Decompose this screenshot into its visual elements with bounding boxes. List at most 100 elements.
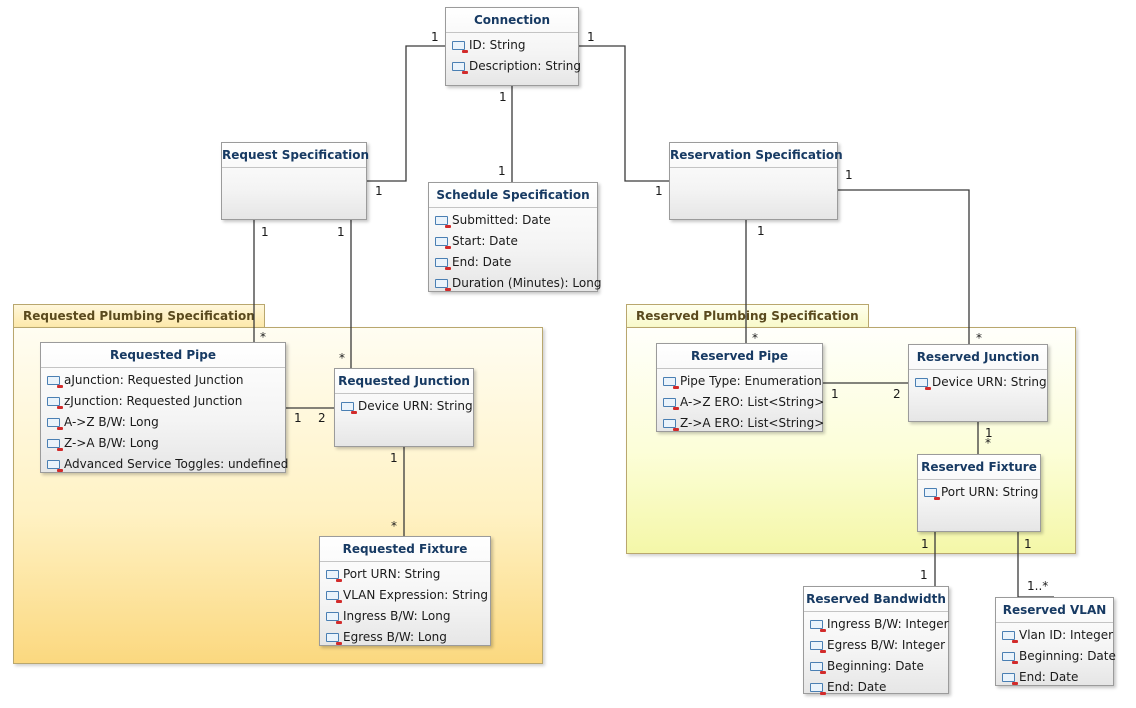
attribute-icon <box>435 237 451 249</box>
schedule-specification-class[interactable]: Schedule Specification Submitted: Date S… <box>428 182 601 292</box>
requested-fixture-class[interactable]: Requested Fixture Port URN: String VLAN … <box>319 536 491 646</box>
reserved-bandwidth-class[interactable]: Reserved Bandwidth Ingress B/W: Integer … <box>803 586 949 695</box>
attribute-label: Beginning: Date <box>827 659 924 673</box>
reserved-plumbing-package-tab: Reserved Plumbing Specification <box>626 304 869 328</box>
multiplicity-label: 1 <box>757 224 765 238</box>
reserved-fixture-class[interactable]: Reserved Fixture Port URN: String <box>917 454 1041 532</box>
attribute-icon <box>326 612 342 624</box>
attribute-label: ID: String <box>469 38 526 52</box>
requested-pipe-class[interactable]: Requested Pipe aJunction: Requested Junc… <box>40 342 288 473</box>
class-title: Reserved Fixture <box>918 455 1040 480</box>
attribute-row: Ingress B/W: Integer <box>810 614 949 635</box>
multiplicity-label: 1 <box>845 168 853 182</box>
class-title: Reserved Junction <box>909 345 1047 370</box>
multiplicity-label: 1 <box>390 451 398 465</box>
multiplicity-label: 2 <box>318 411 326 425</box>
attribute-icon <box>915 378 931 390</box>
attribute-label: End: Date <box>452 255 512 269</box>
attribute-row: End: Date <box>435 252 597 273</box>
attribute-label: A->Z ERO: List<String> <box>680 395 825 409</box>
attribute-label: Start: Date <box>452 234 518 248</box>
class-title: Requested Fixture <box>320 537 490 562</box>
attribute-label: zJunction: Requested Junction <box>64 394 243 408</box>
attribute-label: Port URN: String <box>941 485 1039 499</box>
attribute-row: End: Date <box>810 677 948 698</box>
multiplicity-label: * <box>391 519 397 533</box>
attribute-row: Ingress B/W: Long <box>326 606 490 627</box>
package-title: Reserved Plumbing Specification <box>636 309 859 323</box>
attribute-icon <box>810 683 826 695</box>
multiplicity-label: 1 <box>499 90 507 104</box>
multiplicity-label: 1 <box>831 387 839 401</box>
multiplicity-label: * <box>260 330 266 344</box>
multiplicity-label: 1 <box>1024 537 1032 551</box>
multiplicity-label: 1 <box>921 537 929 551</box>
attribute-list: Port URN: String <box>918 480 1040 505</box>
attribute-icon <box>452 41 468 53</box>
reservation-specification-class[interactable]: Reservation Specification <box>669 142 843 220</box>
class-title: Schedule Specification <box>429 183 597 208</box>
attribute-icon <box>47 397 63 409</box>
attribute-label: A->Z B/W: Long <box>64 415 159 429</box>
attribute-row: Advanced Service Toggles: undefined <box>47 454 289 475</box>
reserved-junction-class[interactable]: Reserved Junction Device URN: String <box>908 344 1048 422</box>
assoc-connection-request <box>367 45 445 182</box>
attribute-label: Device URN: String <box>932 375 1047 389</box>
multiplicity-label: * <box>976 331 982 345</box>
attribute-row: Beginning: Date <box>1002 646 1116 667</box>
multiplicity-label: 1 <box>498 164 506 178</box>
attribute-row: Device URN: String <box>341 396 473 417</box>
multiplicity-label: 1 <box>375 184 383 198</box>
multiplicity-label: 1 <box>587 30 595 44</box>
attribute-icon <box>435 279 451 291</box>
attribute-icon <box>663 398 679 410</box>
reserved-vlan-class[interactable]: Reserved VLAN Vlan ID: Integer Beginning… <box>995 597 1116 686</box>
attribute-icon <box>326 633 342 645</box>
attribute-row: Z->A ERO: List<String> <box>663 413 825 434</box>
reserved-pipe-class[interactable]: Reserved Pipe Pipe Type: Enumeration A->… <box>656 343 824 432</box>
class-title: Requested Junction <box>335 369 473 394</box>
attribute-label: Port URN: String <box>343 567 441 581</box>
attribute-row: aJunction: Requested Junction <box>47 370 285 391</box>
attribute-row: zJunction: Requested Junction <box>47 391 285 412</box>
attribute-label: Ingress B/W: Integer <box>827 617 949 631</box>
multiplicity-label: 1 <box>294 411 302 425</box>
connection-class[interactable]: Connection ID: String Description: Strin… <box>445 7 581 86</box>
attribute-icon <box>1002 631 1018 643</box>
attribute-row: VLAN Expression: String <box>326 585 490 606</box>
attribute-label: Ingress B/W: Long <box>343 609 451 623</box>
multiplicity-label: * <box>752 331 758 345</box>
attribute-icon <box>47 439 63 451</box>
attribute-list: Vlan ID: Integer Beginning: Date End: Da… <box>996 623 1116 690</box>
class-title: Reserved VLAN <box>996 598 1113 623</box>
attribute-icon <box>326 591 342 603</box>
multiplicity-label: * <box>985 436 991 450</box>
attribute-list: Port URN: String VLAN Expression: String… <box>320 562 490 650</box>
attribute-icon <box>341 402 357 414</box>
attribute-row: A->Z B/W: Long <box>47 412 285 433</box>
attribute-label: Z->A B/W: Long <box>64 436 159 450</box>
attribute-label: Advanced Service Toggles: undefined <box>64 457 289 471</box>
attribute-icon <box>435 258 451 270</box>
request-specification-class[interactable]: Request Specification <box>221 142 369 220</box>
attribute-label: End: Date <box>1019 670 1079 684</box>
attribute-row: Vlan ID: Integer <box>1002 625 1113 646</box>
attribute-row: Duration (Minutes): Long <box>435 273 601 294</box>
attribute-list: Device URN: String <box>335 394 473 419</box>
attribute-label: Beginning: Date <box>1019 649 1116 663</box>
multiplicity-label: 1 <box>261 225 269 239</box>
class-title: Request Specification <box>222 143 369 168</box>
attribute-label: Egress B/W: Long <box>343 630 447 644</box>
attribute-icon <box>810 641 826 653</box>
attribute-icon <box>810 620 826 632</box>
multiplicity-label: 1 <box>985 426 993 440</box>
attribute-label: Z->A ERO: List<String> <box>680 416 825 430</box>
attribute-row: A->Z ERO: List<String> <box>663 392 825 413</box>
requested-junction-class[interactable]: Requested Junction Device URN: String <box>334 368 474 447</box>
attribute-list: aJunction: Requested Junction zJunction:… <box>41 368 289 477</box>
attribute-row: Start: Date <box>435 231 597 252</box>
attribute-list: Submitted: Date Start: Date End: Date Du… <box>429 208 601 296</box>
class-title: Connection <box>446 8 578 33</box>
attribute-label: Duration (Minutes): Long <box>452 276 602 290</box>
attribute-list: Pipe Type: Enumeration A->Z ERO: List<St… <box>657 369 825 436</box>
